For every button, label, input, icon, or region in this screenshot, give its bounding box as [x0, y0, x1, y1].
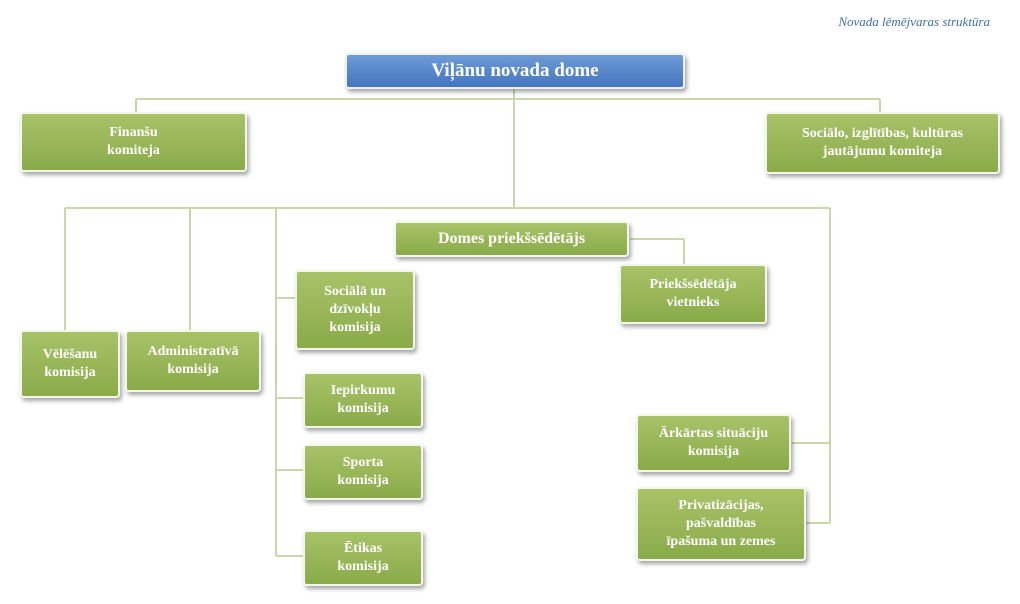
procurement-commission-node: Iepirkumu komisija — [303, 372, 423, 428]
procurement-commission-label: Iepirkumu komisija — [330, 383, 396, 416]
social-housing-commission-label: Sociālā un dzīvokļu komisija — [324, 284, 386, 335]
sports-commission-node: Sporta komisija — [303, 444, 423, 500]
deputy-chairman-label: Priekšsēdētāja vietnieks — [649, 277, 737, 310]
ethics-commission-label: Ētikas komisija — [337, 541, 389, 574]
deputy-chairman-node: Priekšsēdētāja vietnieks — [619, 264, 767, 324]
social-committee-label: Sociālo, izglītības, kultūras jautājumu … — [801, 126, 964, 159]
privatization-commission-node: Privatizācijas, pašvaldības īpašuma un z… — [636, 487, 806, 561]
elections-commission-label: Vēlēšanu komisija — [42, 347, 98, 380]
administrative-commission-node: Administratīvā komisija — [125, 330, 261, 392]
sports-commission-label: Sporta komisija — [337, 455, 389, 488]
finance-committee-label: Finanšu komiteja — [107, 125, 160, 158]
social-housing-commission-node: Sociālā un dzīvokļu komisija — [295, 270, 415, 350]
diagram-caption: Novada lēmējvaras struktūra — [838, 14, 990, 29]
emergency-commission-node: Ārkārtas situāciju komisija — [636, 414, 791, 472]
council-label: Viļānu novada dome — [431, 60, 599, 81]
social-committee-node: Sociālo, izglītības, kultūras jautājumu … — [765, 112, 1000, 174]
elections-commission-node: Vēlēšanu komisija — [20, 330, 120, 398]
chairman-label: Domes priekšsēdētājs — [437, 230, 586, 247]
chairman-node: Domes priekšsēdētājs — [394, 221, 629, 257]
privatization-commission-label: Privatizācijas, pašvaldības īpašuma un z… — [666, 498, 776, 549]
administrative-commission-label: Administratīvā komisija — [147, 344, 239, 377]
ethics-commission-node: Ētikas komisija — [303, 530, 423, 586]
finance-committee-node: Finanšu komiteja — [20, 112, 247, 172]
council-node: Viļānu novada dome — [345, 53, 685, 89]
emergency-commission-label: Ārkārtas situāciju komisija — [658, 426, 769, 459]
